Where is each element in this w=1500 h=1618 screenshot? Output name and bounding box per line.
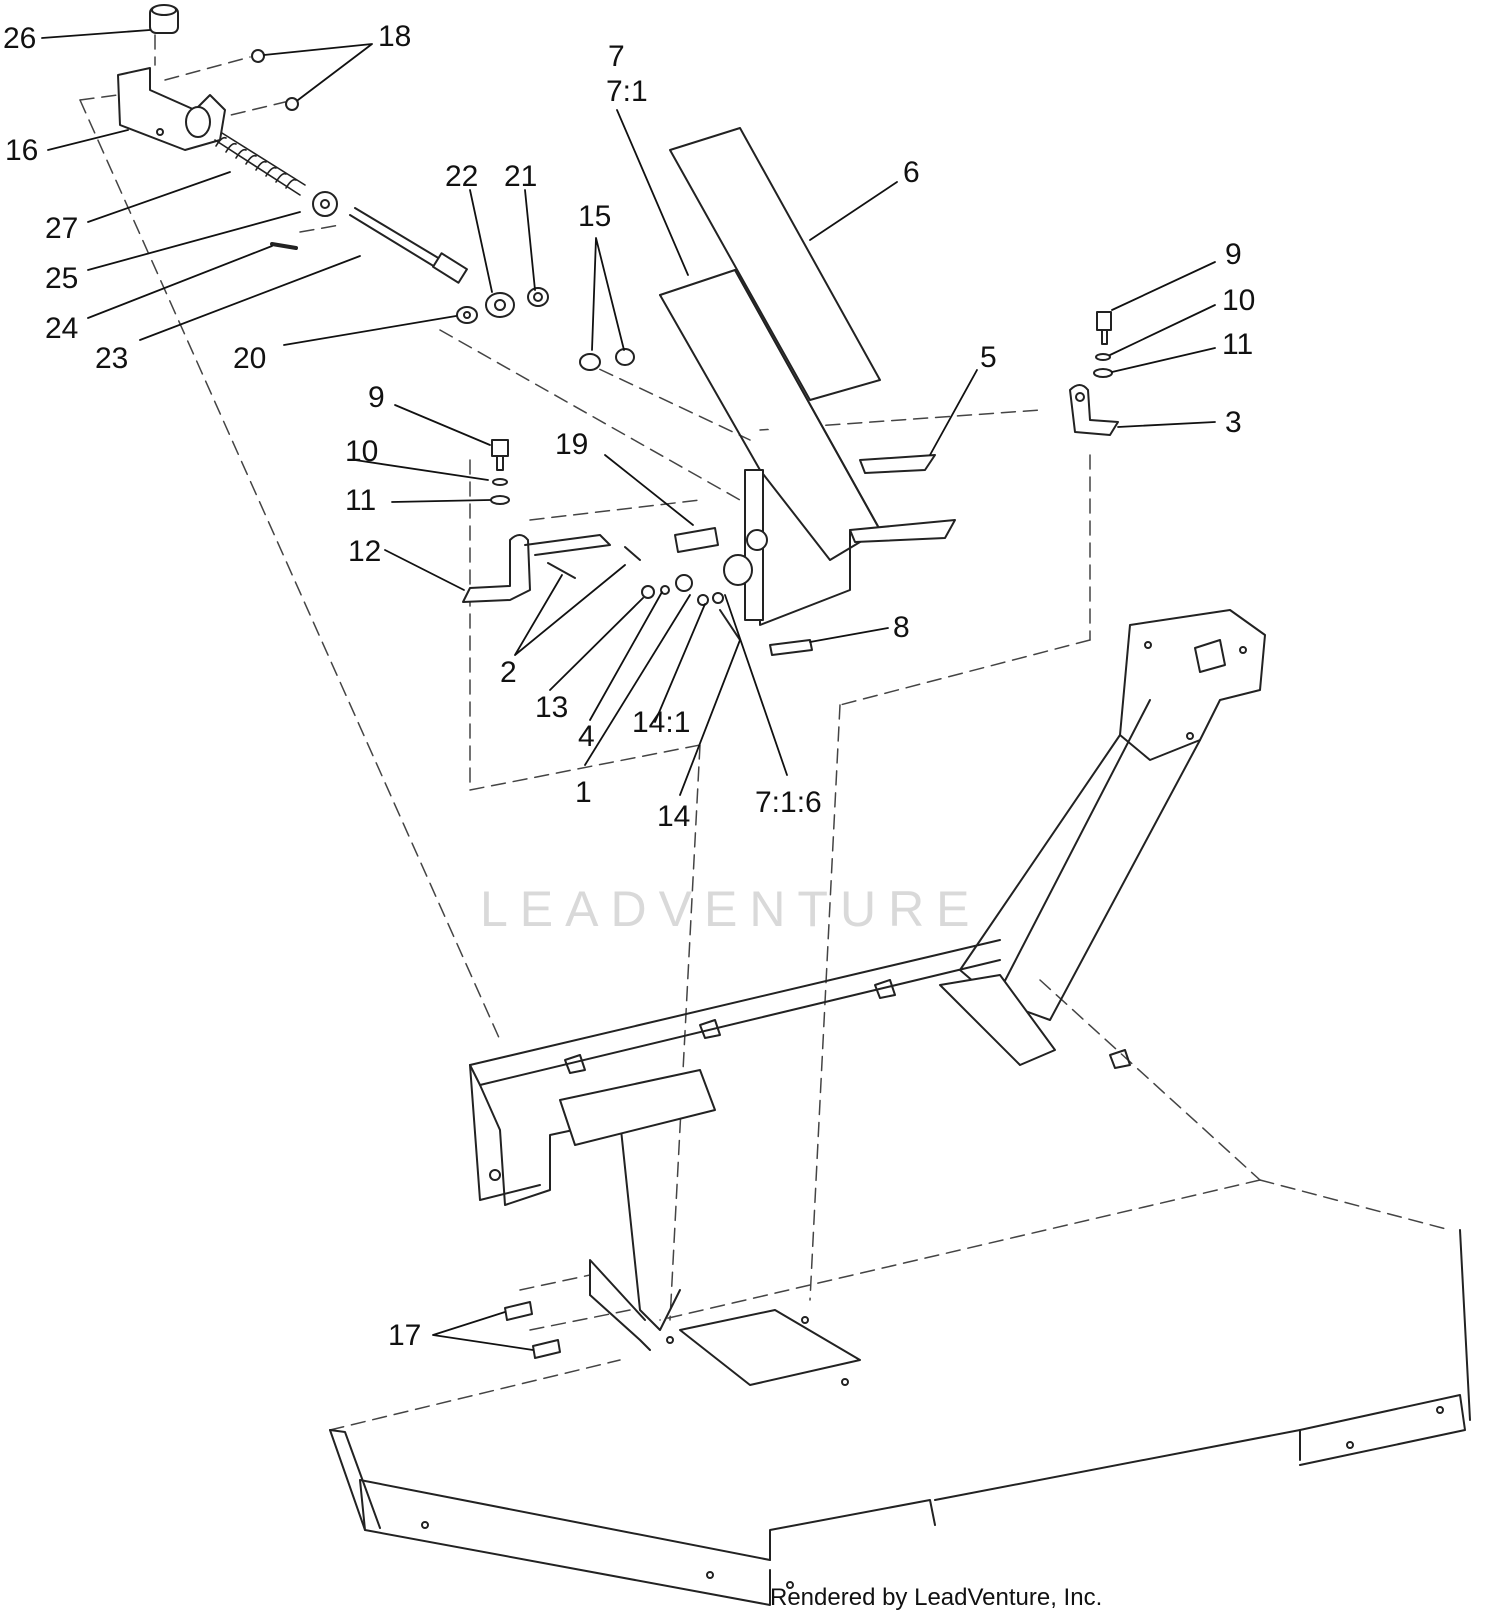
rod-end-22 (485, 292, 515, 318)
support-bracket (939, 609, 1266, 1066)
callout-11-right: 11 (1222, 328, 1254, 361)
callout-25: 25 (45, 262, 79, 295)
bolt-9-right (1093, 311, 1113, 378)
washer-20 (456, 306, 478, 324)
callout-7-1-6: 7:1:6 (755, 786, 822, 819)
callout-17: 17 (388, 1319, 422, 1352)
hardware-cluster (641, 554, 753, 641)
callout-2: 2 (500, 656, 517, 689)
callout-24: 24 (45, 312, 79, 345)
callout-27: 27 (45, 212, 79, 245)
washer-25 (312, 191, 338, 217)
callout-5: 5 (980, 341, 997, 374)
callout-20: 20 (233, 342, 267, 375)
callout-18: 18 (378, 20, 412, 53)
callout-14: 14 (657, 800, 691, 833)
nut-21 (527, 287, 549, 307)
callout-22: 22 (445, 160, 479, 193)
nut-18b (285, 97, 299, 111)
callout-7: 7 (608, 40, 625, 73)
callout-9-right: 9 (1225, 238, 1242, 271)
bushing-26 (149, 4, 179, 34)
bracket-16 (117, 67, 226, 151)
pedal-7 (659, 269, 881, 626)
callout-16: 16 (5, 134, 39, 167)
callout-12: 12 (348, 535, 382, 568)
pad-6 (669, 127, 881, 401)
callout-21: 21 (504, 160, 538, 193)
pin-19 (674, 527, 719, 553)
callout-1: 1 (575, 776, 592, 809)
rod-23 (349, 207, 468, 284)
bolt-8 (769, 639, 813, 656)
callout-3: 3 (1225, 406, 1242, 439)
bracket-3 (1069, 384, 1119, 436)
frame (329, 939, 1471, 1606)
credit-text: Rendered by LeadVenture, Inc. (770, 1584, 1103, 1611)
callout-10-right: 10 (1222, 284, 1256, 317)
callout-14-1: 14:1 (632, 706, 691, 739)
callout-7-1: 7:1 (606, 75, 648, 108)
leader-lines (41, 29, 1216, 1351)
bolts-17 (504, 1301, 561, 1359)
callout-9-left: 9 (368, 381, 385, 414)
callout-19: 19 (555, 428, 589, 461)
callout-8: 8 (893, 611, 910, 644)
bushings-15 (579, 348, 635, 371)
nut-18a (251, 49, 265, 63)
plates-5 (849, 454, 956, 543)
callout-6: 6 (903, 156, 920, 189)
callout-10-left: 10 (345, 435, 379, 468)
pin-24 (270, 242, 298, 250)
bracket-12 (462, 534, 641, 603)
callout-15: 15 (578, 200, 612, 233)
callout-13: 13 (535, 691, 569, 724)
callout-4: 4 (578, 720, 595, 753)
callout-23: 23 (95, 342, 129, 375)
spring-27 (214, 132, 306, 196)
watermark: LEADVENTURE (480, 881, 982, 937)
callout-11-left: 11 (345, 484, 377, 517)
callout-26: 26 (3, 22, 37, 55)
bolt-9-left (490, 439, 510, 505)
